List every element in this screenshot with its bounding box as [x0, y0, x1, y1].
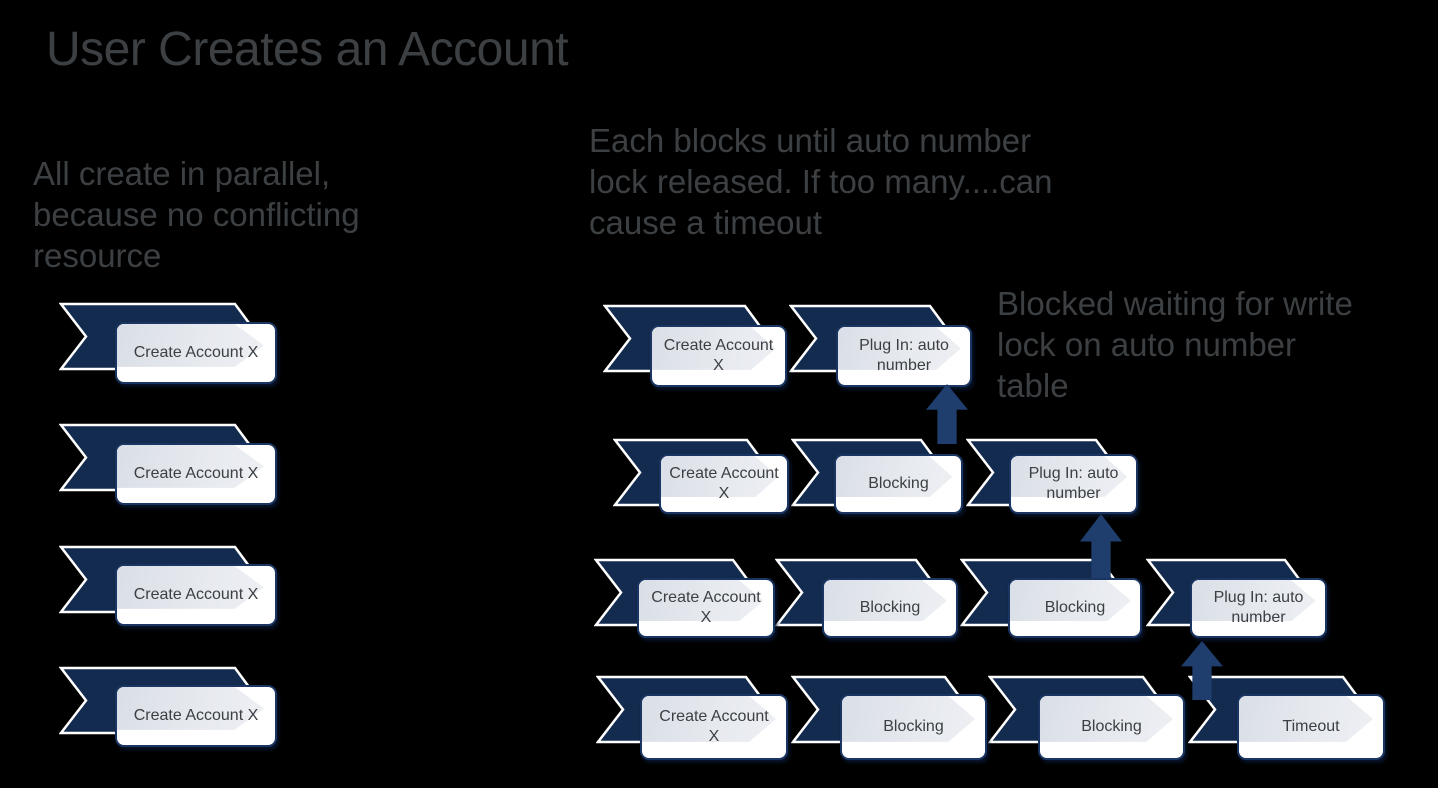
step-chevron-accent-icon	[117, 324, 264, 367]
step-chevron-accent-icon	[1011, 456, 1128, 498]
step-chevron-accent-icon	[824, 580, 947, 622]
step-label-box: Create Account X	[637, 578, 775, 638]
step-label: Blocking	[859, 599, 921, 616]
step-label-box: Blocking	[822, 578, 958, 638]
step-label: Create Account X	[133, 344, 259, 361]
step-label: Blocking	[868, 475, 929, 492]
note-blocks-until-lock: Each blocks until auto number lock relea…	[589, 122, 1053, 241]
step-chevron-accent-icon	[117, 566, 264, 609]
step-label-box: Plug In: auto number	[1190, 578, 1327, 638]
step-chevron-accent-icon	[117, 687, 264, 730]
step-label: Create Account X	[663, 337, 774, 374]
step-label-box: Create Account X	[115, 685, 277, 747]
step-label-box: Create Account X	[115, 443, 277, 505]
step-label-box: Blocking	[840, 694, 987, 760]
step-chevron-accent-icon	[661, 456, 779, 498]
step-label-box: Create Account X	[115, 564, 277, 626]
step-label: Plug In: auto number	[859, 337, 949, 374]
step-label-box: Blocking	[1038, 694, 1185, 760]
step-chevron-accent-icon	[842, 696, 975, 742]
step-label-box: Plug In: auto number	[836, 325, 972, 387]
step-label: Blocking	[1044, 599, 1106, 616]
step-label: Timeout	[1282, 718, 1340, 735]
step-label: Create Account X	[669, 465, 779, 502]
step-label: Create Account X	[651, 589, 761, 626]
step-chevron-accent-icon	[639, 580, 764, 622]
step-chevron-accent-icon	[652, 327, 776, 370]
step-label-box: Plug In: auto number	[1009, 454, 1138, 514]
step-label-box: Blocking	[834, 454, 963, 514]
step-label: Blocking	[883, 718, 944, 735]
step-label-box: Create Account X	[115, 322, 277, 384]
step-label: Create Account X	[133, 465, 259, 482]
step-label: Create Account X	[133, 586, 259, 603]
slide-title: User Creates an Account	[46, 23, 569, 76]
step-chevron-accent-icon	[642, 696, 776, 742]
note-parallel-create: All create in parallel, because no confl…	[33, 155, 360, 274]
step-label-box: Create Account X	[640, 694, 788, 760]
up-block-arrow-icon	[926, 384, 968, 444]
step-chevron-accent-icon	[1239, 696, 1373, 742]
step-chevron-accent-icon	[1010, 580, 1131, 622]
step-chevron-accent-icon	[1192, 580, 1316, 622]
step-label: Blocking	[1081, 718, 1142, 735]
step-chevron-accent-icon	[836, 456, 953, 498]
step-label: Plug In: auto number	[1028, 465, 1119, 502]
step-label-box: Blocking	[1008, 578, 1142, 638]
step-chevron-accent-icon	[838, 327, 961, 370]
step-label: Plug In: auto number	[1213, 589, 1304, 626]
step-label-box: Create Account X	[650, 325, 787, 387]
step-label: Create Account X	[659, 708, 769, 745]
step-chevron-accent-icon	[117, 445, 264, 488]
step-label-box: Create Account X	[659, 454, 789, 514]
step-label: Create Account X	[133, 707, 259, 724]
step-label-box: Timeout	[1237, 694, 1385, 760]
note-blocked-waiting: Blocked waiting for write lock on auto n…	[997, 285, 1353, 404]
step-chevron-accent-icon	[1040, 696, 1173, 742]
